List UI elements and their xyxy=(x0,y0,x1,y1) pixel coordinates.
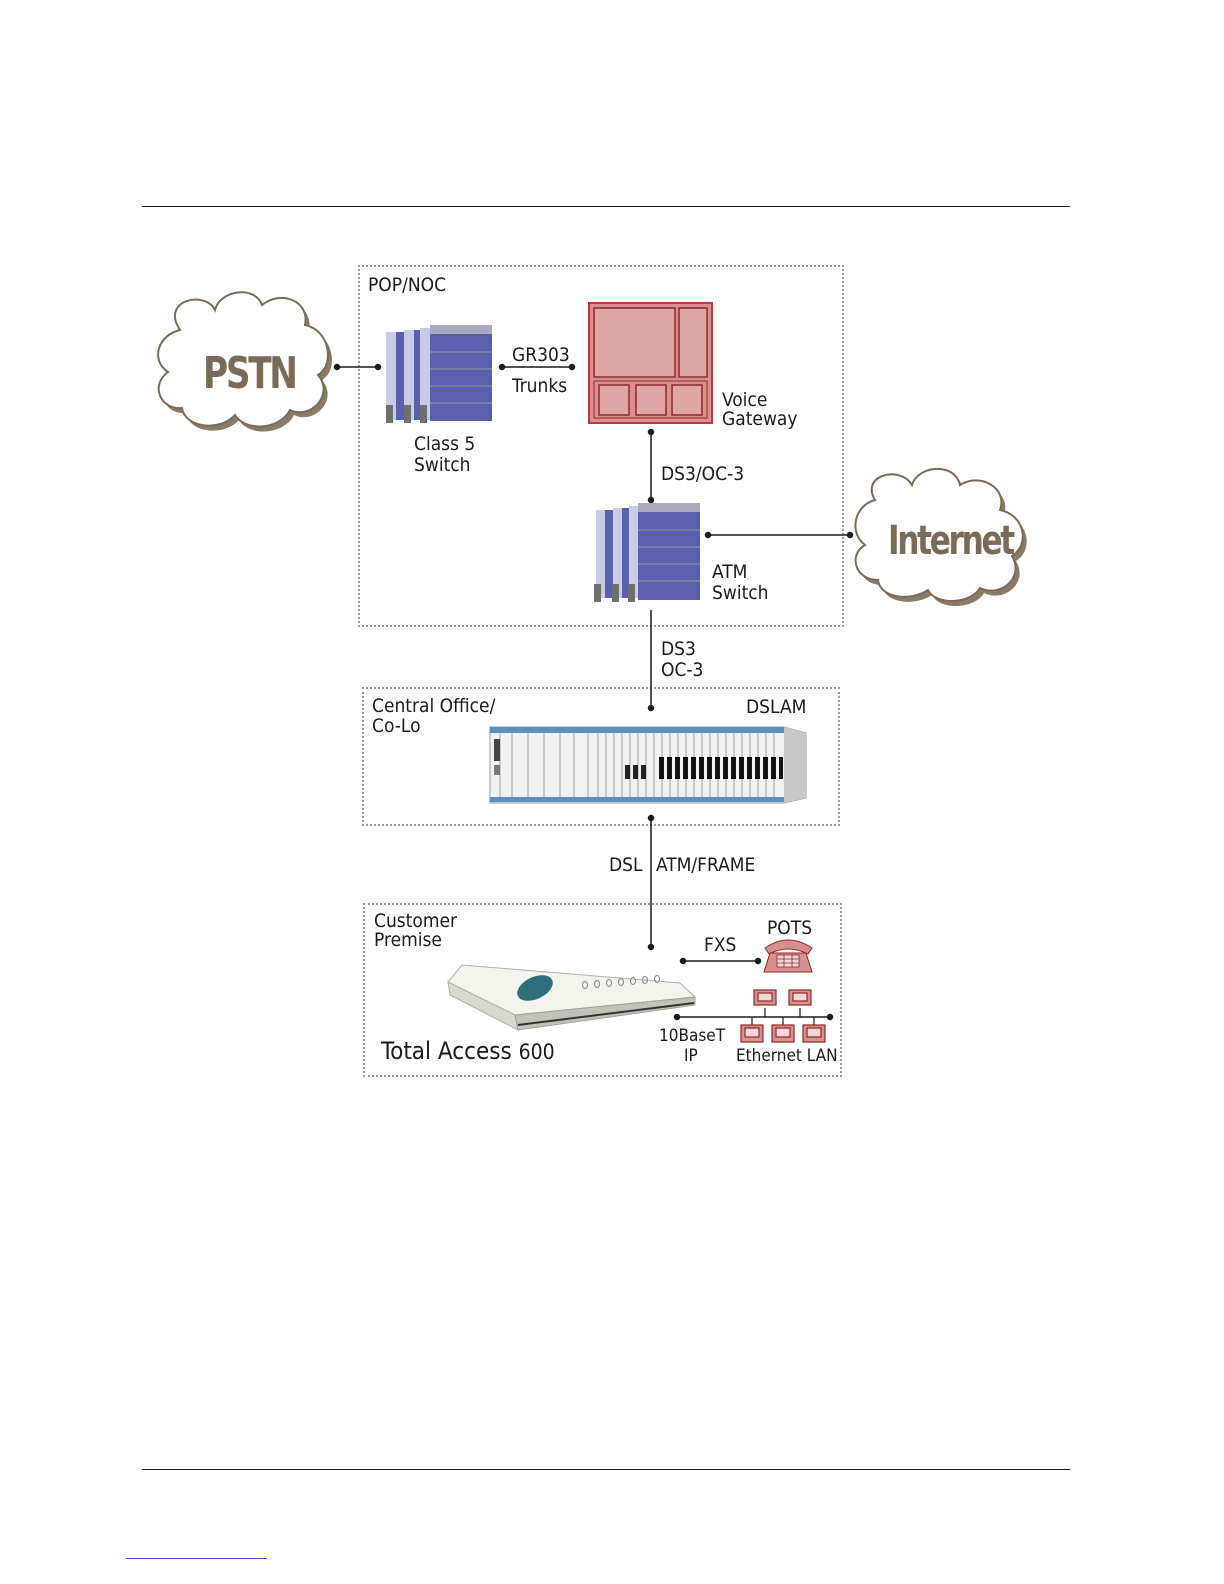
total-access-name: Total Access xyxy=(381,1037,512,1065)
gr303-label: GR303 xyxy=(512,345,570,365)
dslam-label: DSLAM xyxy=(746,697,806,717)
total-access-label: Total Access 600 xyxy=(381,1037,555,1065)
pots-label: POTS xyxy=(767,918,812,938)
internet-label: Internet xyxy=(888,518,1013,564)
ds3-oc3-label: DS3/OC-3 xyxy=(661,464,744,484)
class5-switch-icon xyxy=(386,325,492,423)
class5-switch-label: Class 5 Switch xyxy=(414,434,475,476)
tenbaset-label: 10BaseT xyxy=(659,1026,725,1046)
atm-switch-label: ATM Switch xyxy=(712,562,769,604)
dsl-label: DSL xyxy=(609,855,643,875)
pop-noc-label: POP/NOC xyxy=(368,275,446,295)
voice-gateway-label: Voice Gateway xyxy=(722,391,798,429)
pstn-label: PSTN xyxy=(203,348,296,399)
ip-label: IP xyxy=(684,1046,698,1066)
atm-switch-icon xyxy=(594,503,700,602)
telephone-icon xyxy=(764,940,812,972)
oc3-label: OC-3 xyxy=(661,660,703,680)
voice-gateway-icon xyxy=(589,303,712,423)
ds3-label: DS3 xyxy=(661,639,696,659)
dslam-chassis-icon xyxy=(490,727,806,803)
atm-frame-label: ATM/FRAME xyxy=(656,855,755,875)
fxs-label: FXS xyxy=(704,935,736,955)
total-access-model: 600 xyxy=(519,1040,555,1064)
ethernet-lan-label: Ethernet LAN xyxy=(736,1046,838,1066)
customer-premise-label: Customer Premise xyxy=(374,912,457,950)
central-office-label: Central Office/ Co-Lo xyxy=(372,696,495,736)
ethernet-lan-computers-icon xyxy=(741,990,825,1042)
total-access-600-icon xyxy=(448,965,695,1030)
trunks-label: Trunks xyxy=(512,376,567,396)
